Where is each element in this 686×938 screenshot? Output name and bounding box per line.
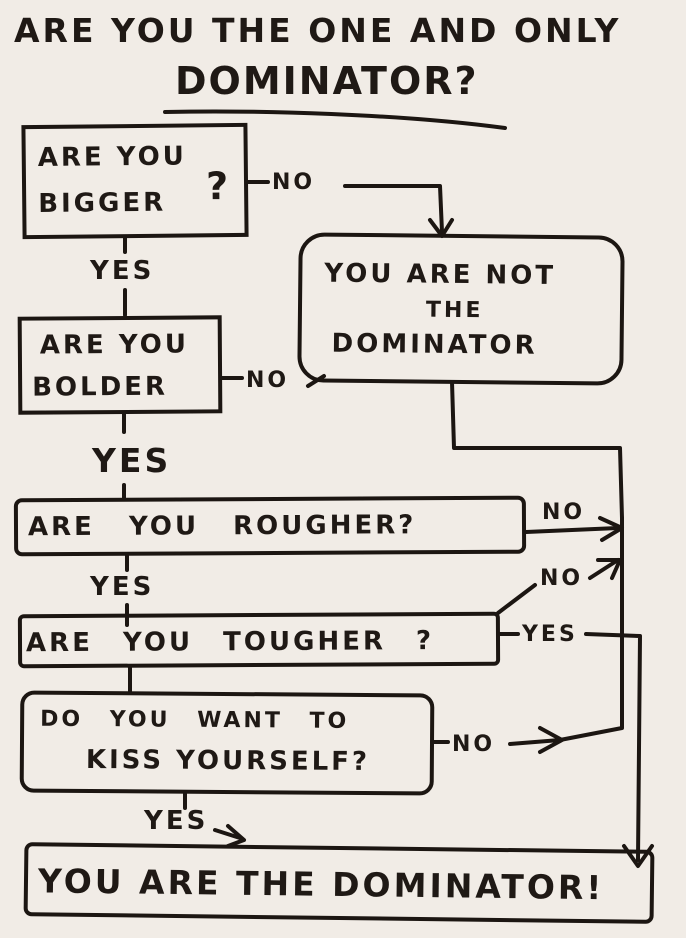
- node-kiss-line-1: DO YOU WANT TO: [40, 706, 350, 734]
- connector-tougher-no-2: [588, 558, 620, 580]
- node-bigger-line-2: BIGGER: [38, 187, 167, 220]
- arrowhead-tougher-no: [596, 558, 622, 580]
- edge-label-tougher-no: NO: [540, 566, 584, 591]
- node-bolder-line-1: ARE YOU: [39, 329, 190, 361]
- connector-kiss-no-2: [508, 738, 562, 746]
- node-dominator-text: YOU ARE THE DOMINATOR!: [37, 861, 605, 908]
- edge-label-rougher-no: NO: [542, 500, 586, 525]
- right-bus: [558, 516, 624, 742]
- edge-label-bolder-yes: YES: [92, 441, 172, 480]
- node-bolder-line-2: BOLDER: [32, 371, 169, 403]
- node-bigger-question: ?: [205, 164, 231, 209]
- title-underline: [163, 109, 507, 130]
- arrowhead-bigger-no: [428, 218, 454, 238]
- edge-label-tougher-yes: YES: [522, 622, 578, 647]
- node-you-are-not-the-dominator: YOU ARE NOT THE DOMINATOR: [297, 232, 625, 386]
- title-line-1: ARE YOU THE ONE AND ONLY: [14, 11, 622, 50]
- edge-label-bolder-no: NO: [246, 368, 290, 393]
- connector-kiss-yes-2: [213, 828, 242, 840]
- title-line-2: DOMINATOR?: [175, 59, 479, 103]
- connector-tougher-yes-2: [584, 632, 642, 862]
- edge-label-kiss-yes: YES: [144, 806, 209, 836]
- node-are-you-tougher: ARE YOU TOUGHER ?: [17, 611, 501, 669]
- edge-label-bigger-no: NO: [272, 170, 316, 195]
- connector-bolder-no-2: [306, 374, 326, 388]
- connector-tougher-no: [496, 583, 537, 615]
- arrowhead-rougher-no: [598, 516, 624, 542]
- edge-label-bigger-yes: YES: [90, 256, 155, 286]
- connector-not-dominator-out: [450, 380, 624, 520]
- node-not-dominator-line-1: YOU ARE NOT: [324, 258, 557, 291]
- node-rougher-text: ARE YOU ROUGHER?: [27, 510, 417, 543]
- node-are-you-bigger: ARE YOU BIGGER ?: [21, 122, 249, 240]
- node-tougher-text: ARE YOU TOUGHER ?: [25, 626, 435, 659]
- edge-label-kiss-no: NO: [452, 732, 496, 757]
- arrowhead-kiss-yes: [226, 824, 246, 848]
- node-kiss-line-2: KISS YOURSELF?: [85, 745, 371, 777]
- arrowhead-tougher-yes: [622, 844, 654, 868]
- node-you-are-the-dominator: YOU ARE THE DOMINATOR!: [23, 842, 655, 924]
- node-not-dominator-line-2: THE: [425, 297, 484, 324]
- node-bigger-line-1: ARE YOU: [37, 141, 187, 174]
- edge-label-rougher-yes: YES: [90, 572, 155, 602]
- node-are-you-rougher: ARE YOU ROUGHER?: [13, 495, 527, 557]
- arrowhead-kiss-no: [538, 726, 564, 754]
- node-not-dominator-line-3: DOMINATOR: [331, 328, 538, 361]
- node-do-you-want-to-kiss-yourself: DO YOU WANT TO KISS YOURSELF?: [19, 690, 435, 796]
- connector-bigger-no-2: [343, 184, 444, 234]
- connector-rougher-no: [524, 526, 620, 534]
- node-are-you-bolder: ARE YOU BOLDER: [17, 315, 223, 415]
